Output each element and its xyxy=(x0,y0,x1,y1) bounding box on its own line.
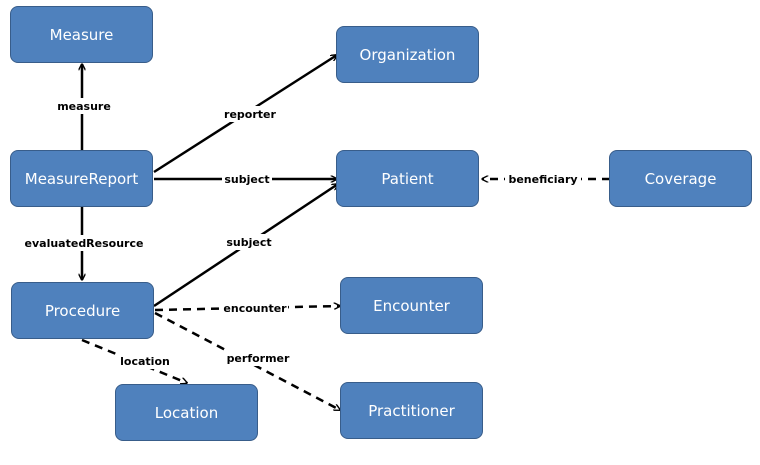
edge-label-subject-procedure: subject xyxy=(226,236,271,249)
node-measure: Measure xyxy=(10,6,153,63)
node-encounter: Encounter xyxy=(340,277,483,334)
edge-label-location: location xyxy=(120,355,170,368)
edge-label-beneficiary: beneficiary xyxy=(508,173,577,186)
edge-label-reporter: reporter xyxy=(224,108,276,121)
node-measure-label: Measure xyxy=(49,25,114,44)
edge-label-evaluated-resource: evaluatedResource xyxy=(25,237,144,250)
edge-encounter xyxy=(154,306,340,312)
node-procedure: Procedure xyxy=(11,282,154,339)
node-location-label: Location xyxy=(154,403,219,422)
node-coverage: Coverage xyxy=(609,150,752,207)
node-organization-label: Organization xyxy=(359,45,456,64)
node-organization: Organization xyxy=(336,26,479,83)
node-location: Location xyxy=(115,384,258,441)
node-measure-report: MeasureReport xyxy=(10,150,153,207)
node-measure-report-label: MeasureReport xyxy=(24,169,139,188)
node-practitioner: Practitioner xyxy=(340,382,483,439)
node-patient: Patient xyxy=(336,150,479,207)
edge-label-measure: measure xyxy=(57,100,111,113)
edge-label-encounter: encounter xyxy=(223,302,287,315)
edge-label-subject-report: subject xyxy=(224,173,269,186)
node-encounter-label: Encounter xyxy=(373,296,450,315)
node-coverage-label: Coverage xyxy=(644,169,717,188)
node-procedure-label: Procedure xyxy=(44,301,121,320)
edge-label-performer: performer xyxy=(227,352,290,365)
node-patient-label: Patient xyxy=(381,169,434,188)
node-practitioner-label: Practitioner xyxy=(368,401,455,420)
